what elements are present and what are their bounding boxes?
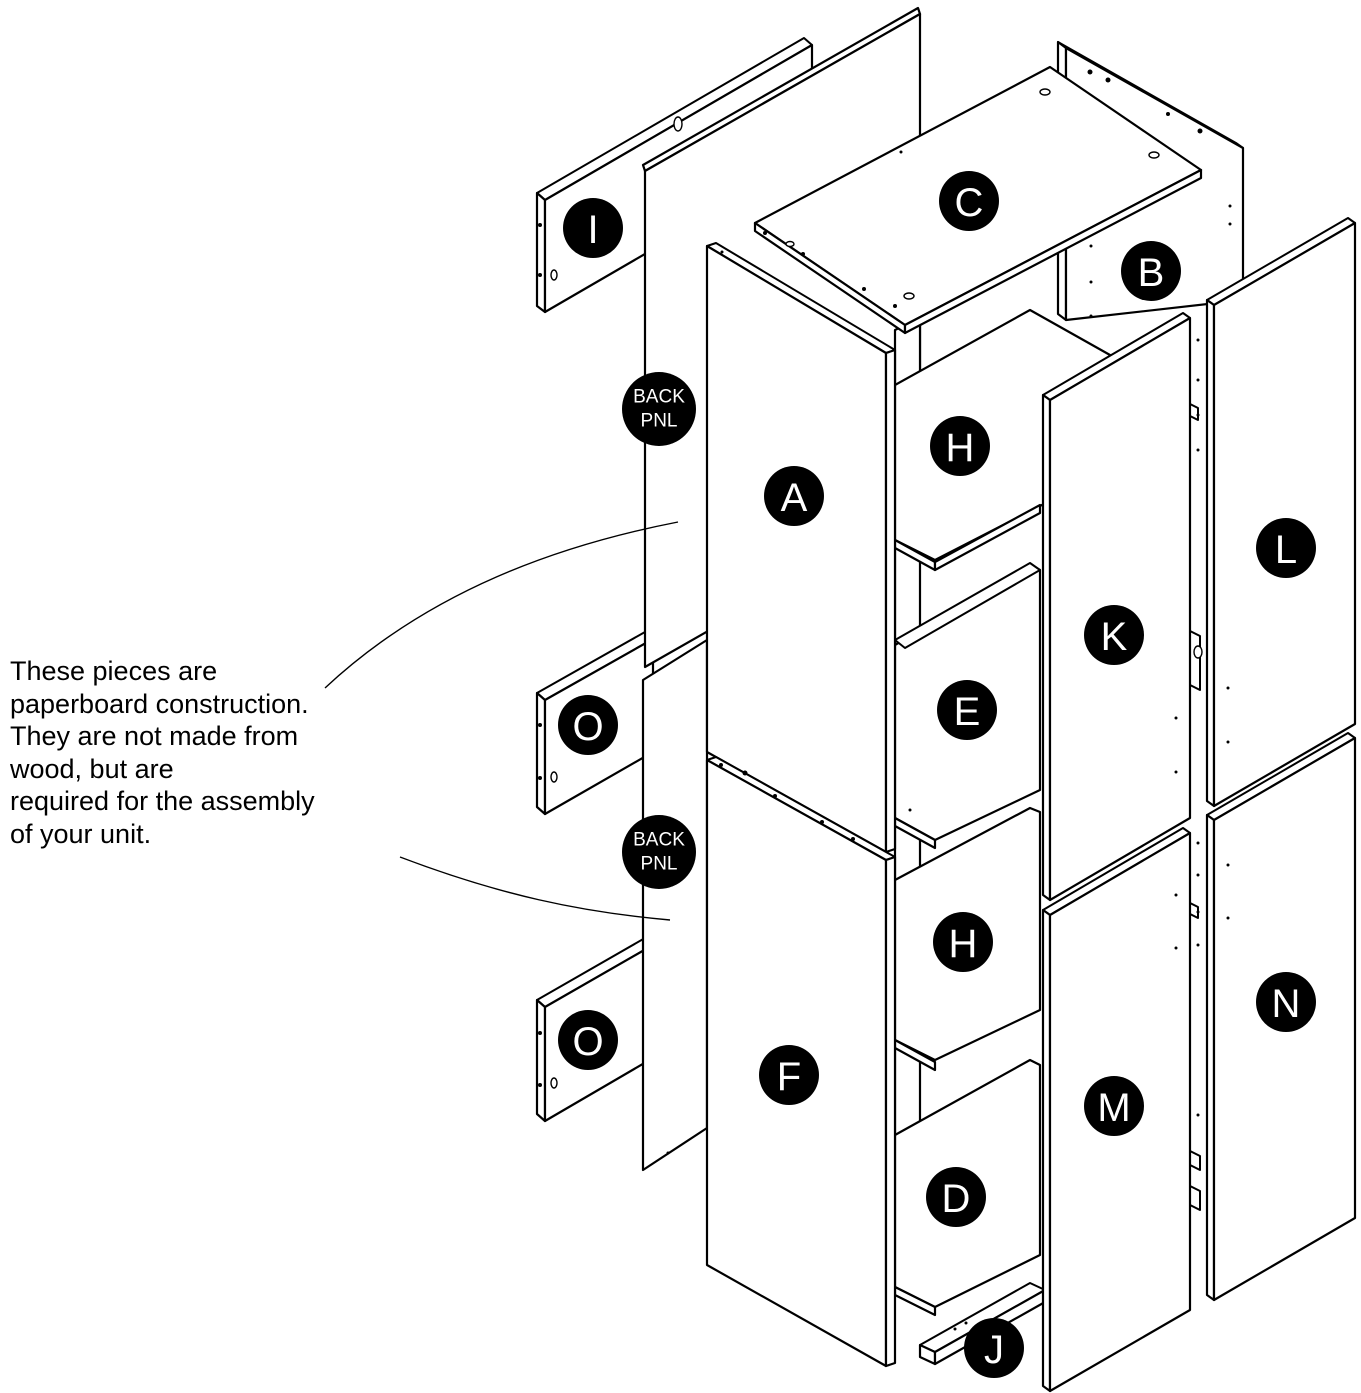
svg-text:H: H [946,426,975,470]
svg-text:F: F [777,1055,801,1099]
label-A: A [764,466,824,526]
svg-text:C: C [955,181,984,225]
label-H-upper: H [930,416,990,476]
note-line: They are not made from [10,721,299,751]
leader-line-lower [399,856,671,921]
svg-text:L: L [1275,528,1297,572]
note-line: of your unit. [10,818,152,849]
svg-text:J: J [984,1328,1004,1372]
label-K: K [1084,605,1144,665]
label-H-lower: H [933,912,993,972]
note-line: required for the assembly [10,786,315,816]
note-line: wood, but are [10,753,174,784]
note-line: These pieces are [10,656,218,686]
label-B: B [1121,241,1181,301]
svg-text:K: K [1101,615,1128,659]
label-C: C [939,171,999,231]
leader-line-upper [324,521,679,689]
svg-text:BACK: BACK [633,830,685,851]
svg-text:O: O [572,705,603,749]
svg-text:O: O [572,1020,603,1064]
label-E: E [937,680,997,740]
label-D: D [926,1167,986,1227]
label-O-lower: O [558,1010,618,1070]
svg-text:M: M [1097,1086,1130,1130]
svg-text:E: E [954,690,981,734]
svg-text:H: H [949,922,978,966]
label-M: M [1084,1076,1144,1136]
svg-text:N: N [1272,982,1301,1026]
label-F: F [759,1045,819,1105]
note-line: paperboard construction. [10,688,309,719]
svg-text:D: D [942,1177,971,1221]
label-back-panel-lower: BACK PNL [622,815,696,889]
panel-A [705,242,897,854]
svg-text:A: A [781,476,808,520]
back-panel-lower [641,638,709,1172]
label-back-panel-upper: BACK PNL [622,372,696,446]
svg-text:PNL: PNL [641,854,678,875]
label-J: J [964,1318,1024,1378]
svg-text:BACK: BACK [633,387,685,408]
svg-text:PNL: PNL [641,411,678,432]
panel-L [1205,217,1357,808]
svg-text:I: I [587,208,598,252]
label-N: N [1256,972,1316,1032]
label-O-upper: O [558,695,618,755]
label-L: L [1256,518,1316,578]
svg-text:B: B [1138,251,1165,295]
paperboard-note: These pieces are paperboard construction… [10,655,390,850]
label-I: I [563,198,623,258]
